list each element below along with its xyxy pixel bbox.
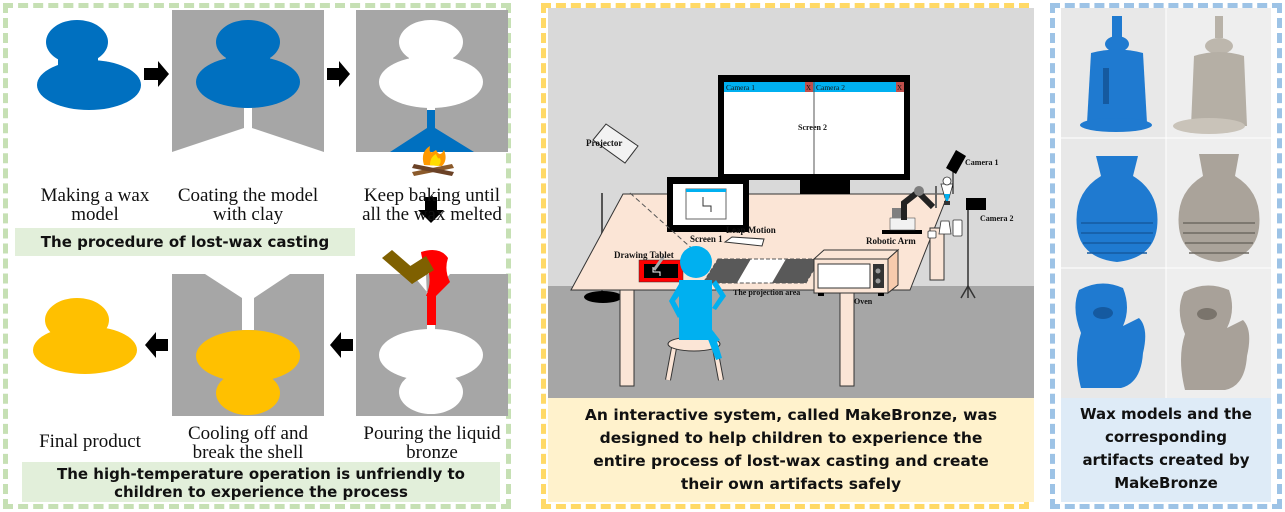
screen1-label: Screen 1 <box>690 234 723 244</box>
material-cups <box>927 219 963 239</box>
camera2-device <box>966 198 986 210</box>
robotic-arm <box>882 176 954 234</box>
table-leg <box>839 289 855 387</box>
bronze-bell-photo <box>1173 16 1247 134</box>
screen2-monitor <box>718 75 910 194</box>
screen1-monitor <box>667 177 749 232</box>
pouring-mold-shape <box>356 250 508 416</box>
step-caption-baking: Keep baking until all the wax melted <box>362 185 502 225</box>
oven-label: Oven <box>854 297 873 306</box>
leap-motion-label: Leap Motion <box>726 225 776 235</box>
wax-bell-photo <box>1080 16 1152 132</box>
makebronze-setup-illustration: Projector Camera 1 X Camera 2 X Screen 2… <box>548 8 1034 398</box>
child-figure <box>669 246 726 360</box>
drawing-tablet-label: Drawing Tablet <box>614 250 674 260</box>
camera2-window-close: X <box>897 84 902 92</box>
projector-label: Projector <box>586 138 622 148</box>
table-leg <box>929 227 945 281</box>
projection-area-label: The projection area <box>733 288 800 297</box>
arrow-down-icon <box>418 197 444 223</box>
artifacts-panel <box>1050 3 1282 509</box>
camera1-label: Camera 1 <box>965 158 999 167</box>
wax-vase-photo <box>1076 156 1158 262</box>
robotic-arm-label: Robotic Arm <box>866 236 916 246</box>
table-leg <box>619 289 635 387</box>
wax-lion-photo <box>1075 283 1146 388</box>
leap-motion-device <box>723 236 765 247</box>
arrow-left-icon <box>145 332 168 358</box>
lost-wax-illustrations <box>33 10 508 416</box>
bronze-lion-photo <box>1179 285 1250 390</box>
artifact-photo-grid <box>1061 8 1271 398</box>
ladle-icon <box>382 250 434 284</box>
drawing-tablet <box>638 255 684 283</box>
wax-model-shape <box>37 20 141 110</box>
baking-mold-shape <box>356 10 508 152</box>
procedure-banner: The procedure of lost-wax casting <box>15 228 355 256</box>
screen2-label: Screen 2 <box>798 123 827 132</box>
bronze-vase-photo <box>1178 154 1260 262</box>
arrow-left-icon <box>330 332 353 358</box>
final-product-shape <box>33 298 137 374</box>
oven <box>812 248 900 296</box>
arrow-right-icon <box>327 61 350 87</box>
cooled-mold-shape <box>172 274 324 416</box>
clay-coated-model-shape <box>172 10 324 152</box>
lost-wax-procedure-panel <box>3 3 511 509</box>
step-caption-cooling: Cooling off and break the shell <box>188 423 308 463</box>
arrow-right-icon <box>144 61 169 87</box>
step-caption-coating-clay: Coating the model with clay <box>177 185 319 225</box>
warning-banner: The high-temperature operation is unfrie… <box>22 462 500 502</box>
campfire-icon <box>412 146 454 176</box>
step-caption-final-product: Final product <box>39 431 141 452</box>
artifacts-caption-banner: Wax models and the corresponding artifac… <box>1061 398 1271 502</box>
camera2-window-title: Camera 2 <box>816 83 845 92</box>
camera2-label: Camera 2 <box>980 214 1014 223</box>
step-caption-making-wax-model: Making a wax model <box>40 185 150 225</box>
makebronze-description-banner: An interactive system, called MakeBronze… <box>548 398 1034 502</box>
camera1-device <box>946 150 966 194</box>
camera1-window-title: Camera 1 <box>726 83 755 92</box>
camera1-window-close: X <box>806 84 811 92</box>
projection-area <box>702 258 821 284</box>
step-caption-pouring: Pouring the liquid bronze <box>363 423 501 463</box>
